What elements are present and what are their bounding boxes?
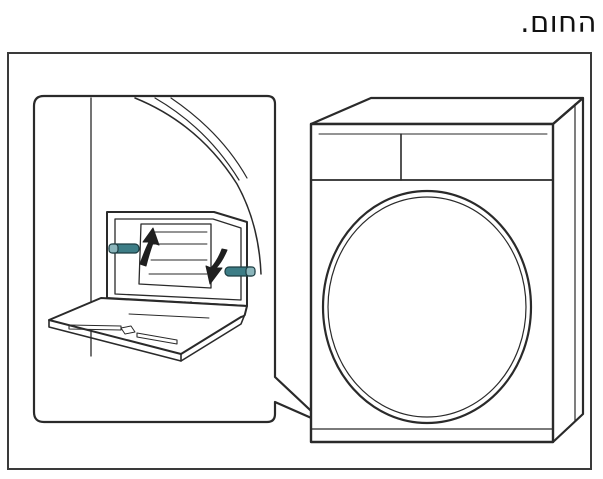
tumble-dryer-icon: [309, 96, 585, 444]
arrow-down-icon: [205, 248, 228, 285]
illustration-frame: [7, 52, 592, 470]
arrow-up-icon: [139, 227, 160, 267]
latch-left: [108, 243, 140, 254]
illustration: [32, 94, 585, 444]
filter-flap-detail-icon: [32, 94, 327, 426]
instruction-text: החום.: [520, 5, 597, 39]
latch-right: [224, 266, 256, 277]
